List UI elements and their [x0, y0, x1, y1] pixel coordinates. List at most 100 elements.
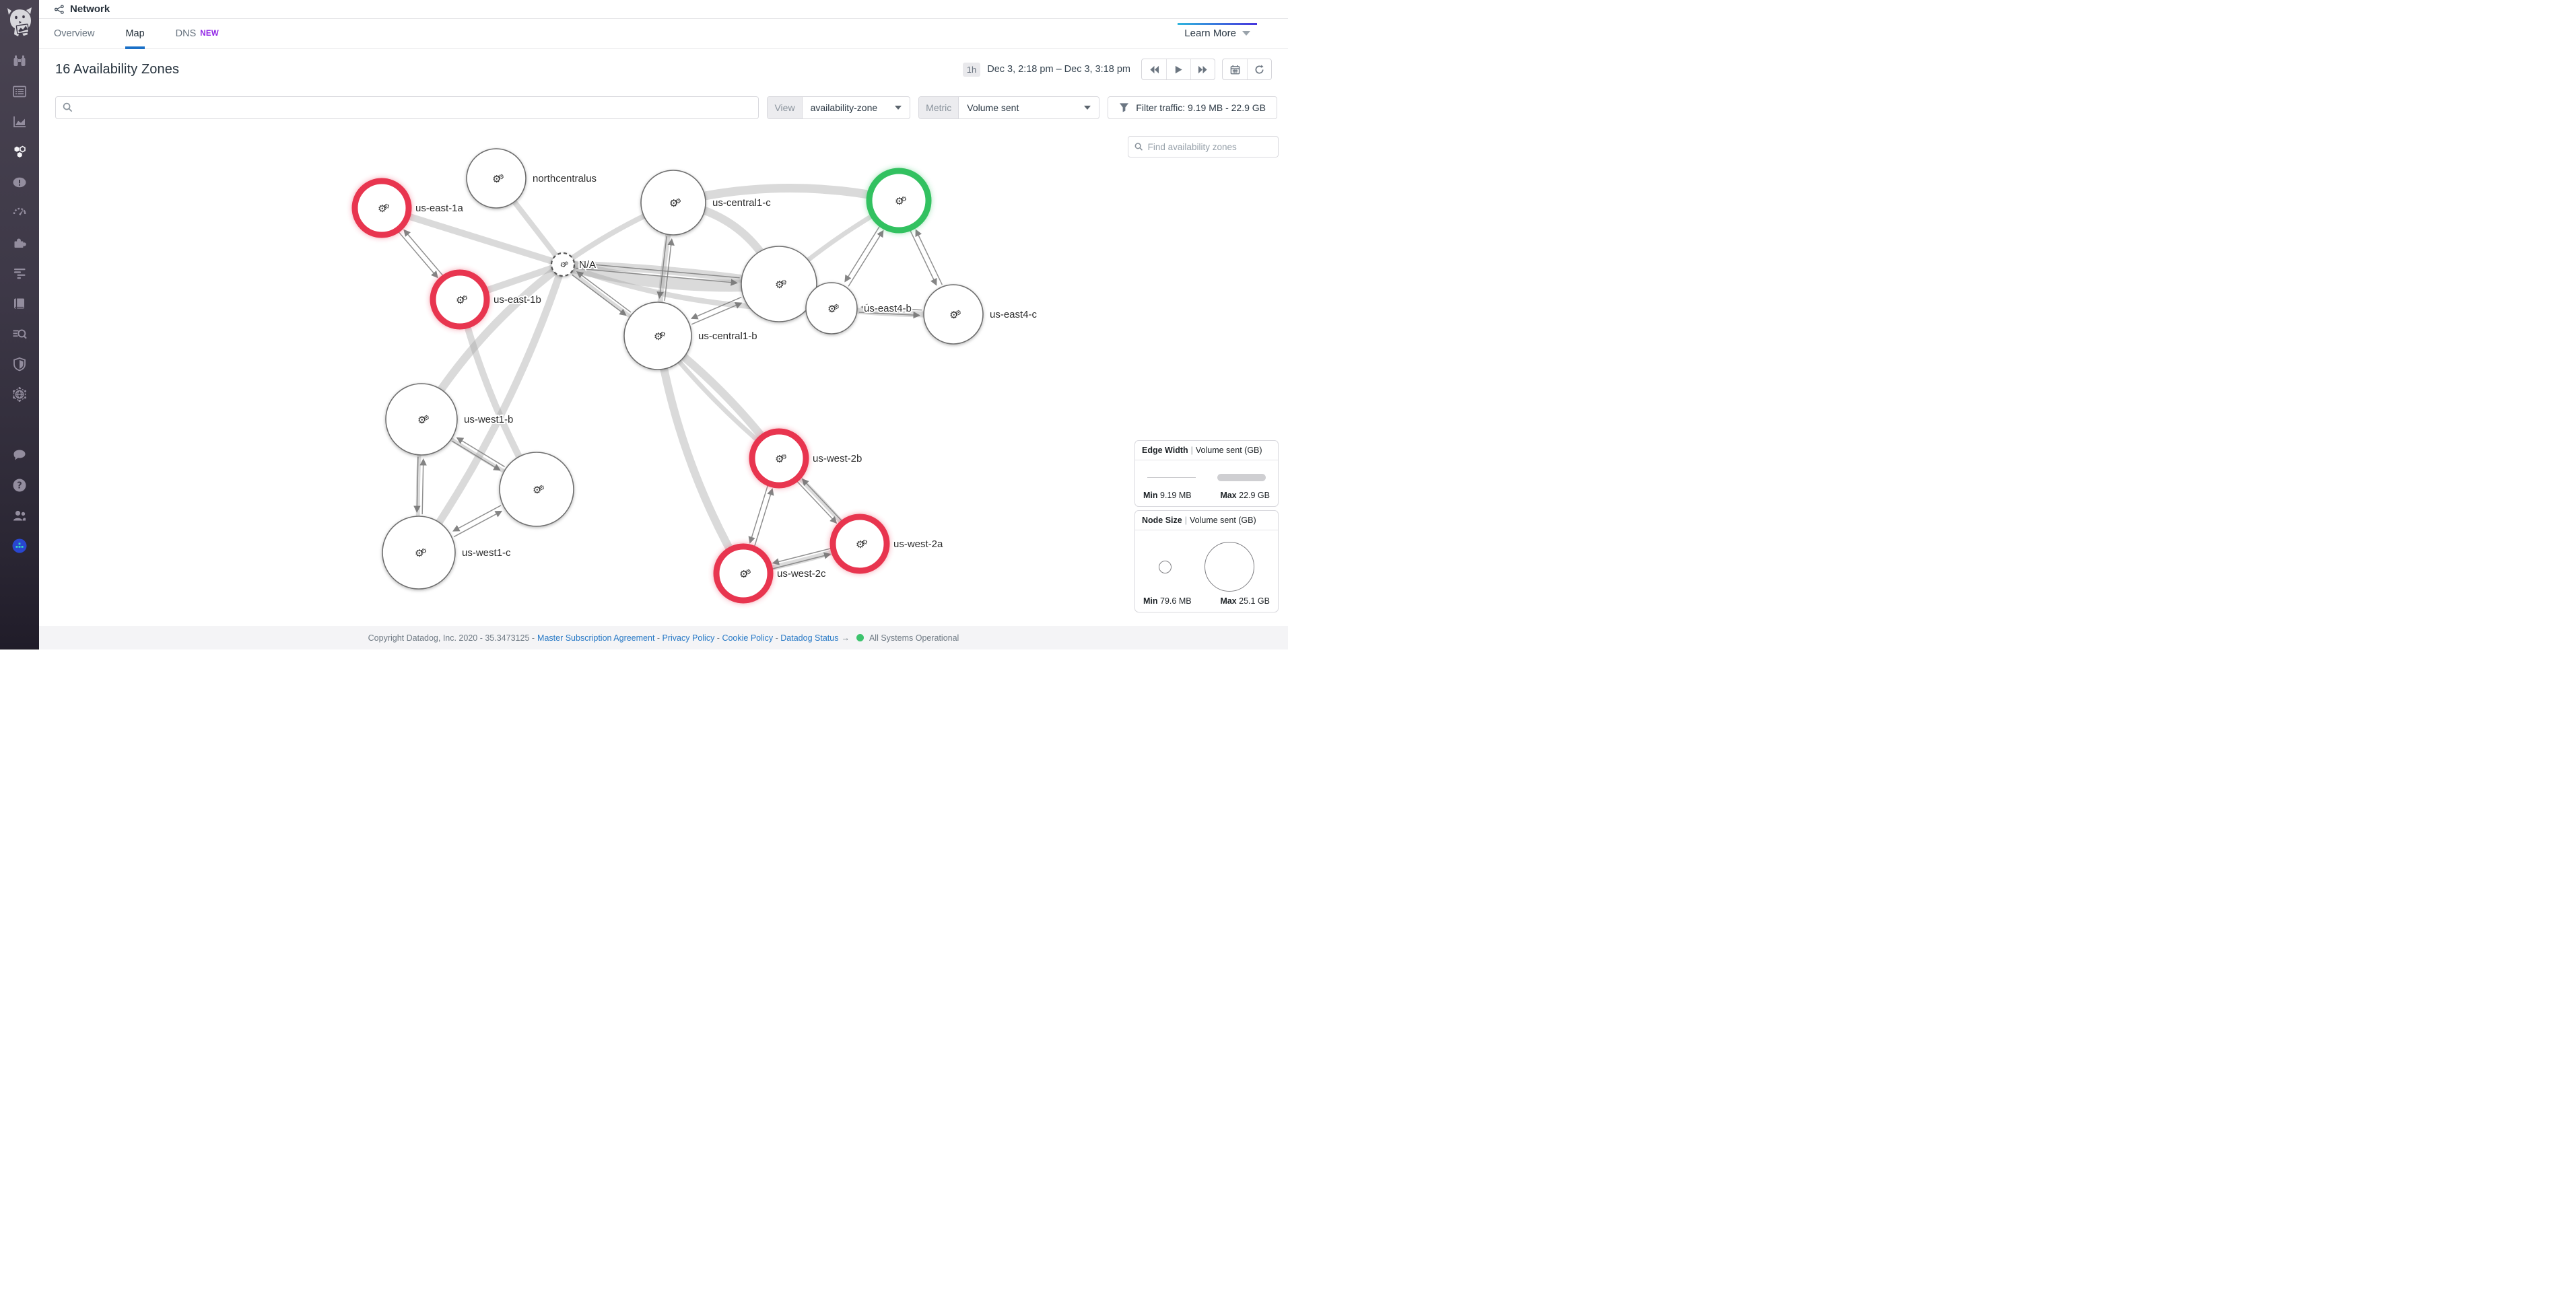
logs-search-icon[interactable]: [11, 326, 28, 342]
zone-label: us-central1-c: [712, 197, 771, 209]
traffic-ribbon[interactable]: [415, 260, 567, 557]
time-range-label[interactable]: Dec 3, 2:18 pm – Dec 3, 3:18 pm: [987, 64, 1130, 75]
tabs-bar: Overview Map DNS NEW Learn More: [39, 19, 1288, 49]
traffic-arrow[interactable]: [801, 478, 842, 522]
infrastructure-hexagons-icon[interactable]: [11, 144, 28, 160]
traffic-arrow[interactable]: [753, 488, 774, 547]
traffic-arrow[interactable]: [452, 440, 501, 471]
zone-node-us-west-2b[interactable]: ⚙⚙: [749, 428, 809, 489]
traffic-arrow[interactable]: [796, 481, 838, 524]
traffic-ribbon[interactable]: [669, 183, 904, 207]
traffic-arrow[interactable]: [413, 456, 421, 514]
view-select[interactable]: View availability-zone: [767, 96, 911, 119]
footer: Copyright Datadog, Inc. 2020 - 35.347312…: [39, 626, 1288, 650]
help-question-icon[interactable]: ?: [11, 477, 28, 493]
search-input[interactable]: [78, 102, 752, 113]
traffic-arrow[interactable]: [403, 229, 444, 277]
security-shield-icon[interactable]: [11, 356, 28, 372]
refresh-icon: [1255, 64, 1264, 73]
gears-icon: ⚙: [895, 195, 904, 207]
traffic-arrow[interactable]: [772, 547, 832, 565]
refresh-button[interactable]: [1247, 59, 1271, 79]
gears-icon: ⚙: [862, 539, 868, 547]
metric-select[interactable]: Metric Volume sent: [918, 96, 1100, 119]
zone-node-us-west1-c[interactable]: ⚙⚙: [382, 516, 456, 590]
traffic-arrow[interactable]: [578, 260, 740, 279]
network-map-page: ? Network Overview Map DNS NEW Learn Mor…: [0, 0, 1288, 650]
apm-traces-icon[interactable]: [11, 265, 28, 281]
zone-node[interactable]: ⚙⚙: [866, 168, 932, 234]
copyright-text: Copyright Datadog, Inc. 2020 - 35.347312…: [368, 633, 535, 643]
monitors-alert-icon[interactable]: [11, 174, 28, 190]
zone-node-N/A[interactable]: ⚙⚙: [550, 252, 576, 277]
gears-icon: ⚙: [745, 569, 751, 576]
play-button[interactable]: [1166, 59, 1190, 79]
zone-node[interactable]: ⚙⚙: [741, 246, 817, 322]
zone-node[interactable]: ⚙⚙: [499, 452, 574, 527]
zone-node-us-east-1a[interactable]: ⚙⚙: [351, 178, 412, 238]
traffic-arrow[interactable]: [419, 458, 427, 515]
zone-node-us-east4-b[interactable]: ⚙⚙: [805, 282, 858, 335]
zone-node-us-west-2c[interactable]: ⚙⚙: [713, 543, 774, 604]
tab-overview[interactable]: Overview: [54, 28, 95, 39]
zone-node-us-central1-b[interactable]: ⚙⚙: [623, 302, 692, 370]
thick-edge-sample: [1217, 474, 1266, 481]
traffic-arrow[interactable]: [691, 302, 743, 325]
gears-icon: ⚙: [739, 568, 748, 580]
zone-node-us-east4-c[interactable]: ⚙⚙: [923, 284, 984, 345]
events-board-icon[interactable]: [11, 83, 28, 100]
time-preset-badge[interactable]: 1h: [962, 62, 981, 77]
gears-icon: ⚙: [378, 203, 386, 215]
traffic-arrow[interactable]: [453, 510, 503, 538]
traffic-arrow[interactable]: [690, 296, 742, 320]
gears-icon: ⚙: [456, 294, 465, 306]
traffic-arrow[interactable]: [910, 230, 937, 286]
community-users-icon[interactable]: [11, 507, 28, 524]
traffic-arrow[interactable]: [772, 552, 832, 570]
filter-traffic-button[interactable]: Filter traffic: 9.19 MB - 22.9 GB: [1108, 96, 1277, 119]
footer-link[interactable]: Datadog Status: [780, 633, 839, 643]
zone-node-us-west-2a[interactable]: ⚙⚙: [829, 514, 890, 574]
traffic-arrow[interactable]: [656, 236, 667, 300]
tab-map[interactable]: Map: [125, 19, 145, 49]
watchdog-binoculars-icon[interactable]: [11, 53, 28, 69]
network-globe-icon[interactable]: [11, 386, 28, 402]
traffic-arrow[interactable]: [748, 485, 769, 544]
integrations-puzzle-icon[interactable]: [11, 235, 28, 251]
gears-icon: ⚙: [949, 309, 958, 321]
traffic-arrow[interactable]: [860, 304, 922, 311]
notebooks-book-icon[interactable]: [11, 295, 28, 312]
feedback-chat-icon[interactable]: [11, 447, 28, 463]
traffic-arrow[interactable]: [576, 271, 632, 313]
fast-forward-button[interactable]: [1190, 59, 1215, 79]
traffic-arrow[interactable]: [848, 230, 884, 287]
footer-link[interactable]: Privacy Policy: [662, 633, 715, 643]
user-avatar-icon[interactable]: [11, 538, 28, 554]
tab-dns[interactable]: DNS NEW: [175, 28, 219, 39]
traffic-arrow[interactable]: [398, 231, 438, 279]
traffic-arrow[interactable]: [576, 268, 738, 286]
footer-link[interactable]: Master Subscription Agreement: [537, 633, 655, 643]
rewind-button[interactable]: [1142, 59, 1166, 79]
zone-node-us-west1-b[interactable]: ⚙⚙: [385, 383, 458, 456]
datadog-logo-icon[interactable]: [6, 7, 33, 39]
dashboards-chart-icon[interactable]: [11, 114, 28, 130]
traffic-arrow[interactable]: [572, 274, 627, 316]
traffic-arrow[interactable]: [664, 238, 675, 301]
zone-label: us-west1-b: [464, 414, 513, 425]
footer-link[interactable]: Cookie Policy: [722, 633, 774, 643]
traffic-arrow[interactable]: [858, 311, 920, 319]
zone-node-us-central1-c[interactable]: ⚙⚙: [640, 170, 706, 236]
zone-node-us-east-1b[interactable]: ⚙⚙: [430, 269, 490, 330]
network-map-canvas[interactable]: ⚙⚙⚙⚙⚙⚙⚙⚙⚙⚙⚙⚙⚙⚙⚙⚙⚙⚙⚙⚙⚙⚙⚙⚙⚙⚙⚙⚙⚙⚙⚙⚙ northce…: [39, 125, 1288, 626]
zone-node-northcentralus[interactable]: ⚙⚙: [466, 148, 527, 209]
traffic-arrow[interactable]: [456, 437, 505, 468]
traffic-arrow[interactable]: [452, 505, 502, 532]
traffic-arrow[interactable]: [915, 229, 943, 285]
traffic-arrow[interactable]: [844, 225, 881, 283]
metrics-gauge-icon[interactable]: [11, 205, 28, 221]
calendar-button[interactable]: [1223, 59, 1247, 79]
find-zones-input[interactable]: [1147, 141, 1272, 152]
zone-label: us-west-2a: [893, 538, 943, 550]
learn-more-button[interactable]: Learn More: [1178, 23, 1257, 43]
